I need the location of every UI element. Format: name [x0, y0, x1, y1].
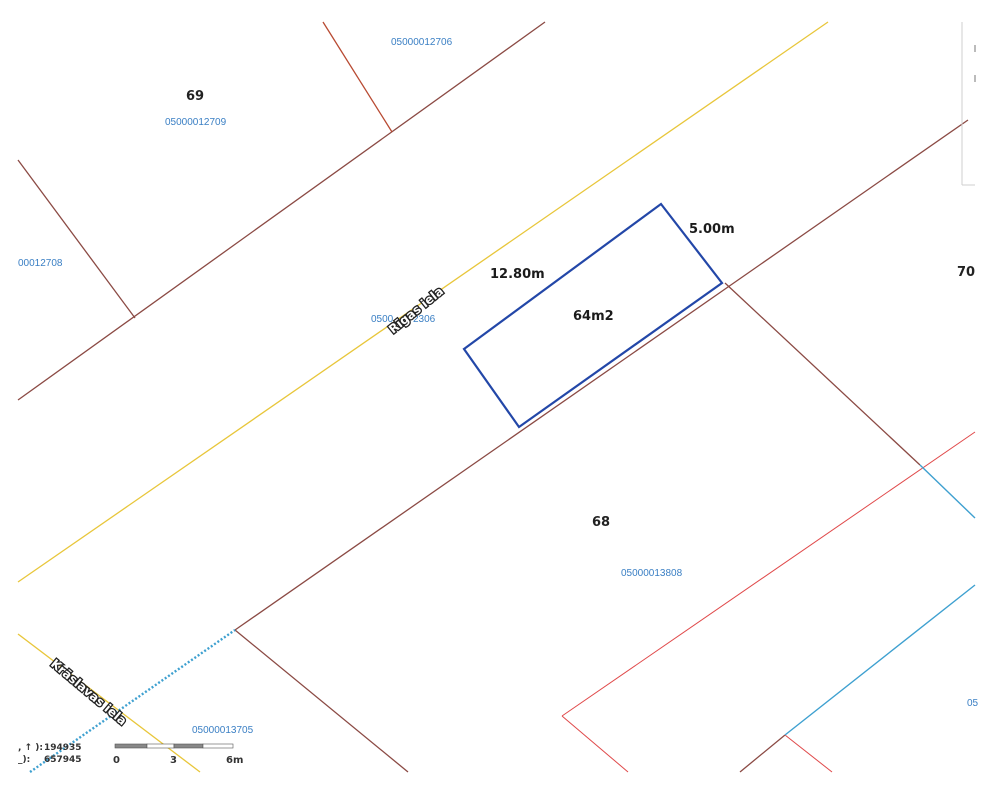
cadastral-number-road: 0500: [371, 314, 394, 325]
cadastral-number-12709: 05000012709: [165, 117, 227, 128]
rigas-iela-road-line: [17, 21, 829, 583]
scale-bar-segment-4: [202, 743, 234, 749]
coordinate-y-value: 194935: [44, 743, 82, 753]
plot-length-label: 12.80m: [490, 267, 545, 282]
coordinate-x-value: 657945: [44, 755, 82, 765]
side-panel-edge: [961, 22, 976, 186]
cadastral-number-12708: 00012708: [18, 258, 63, 269]
scale-tick-3: 3: [170, 755, 177, 766]
cadastral-number-13808: 05000013808: [621, 568, 683, 579]
red-boundaries: [561, 431, 976, 773]
scale-bar-segment-3: [173, 743, 204, 749]
scale-bar: 0 3 6m: [113, 743, 243, 766]
plot-area-label: 64m2: [573, 309, 614, 324]
cadastral-number-road-tail: 2306: [413, 314, 436, 325]
boundary-parcel-68-right: [724, 282, 921, 466]
kraslavas-iela-road-line: [17, 633, 201, 773]
parcel-number-69: 69: [186, 89, 204, 104]
scale-tick-6m: 6m: [226, 755, 243, 766]
cadastral-number-12706: 05000012706: [391, 37, 453, 48]
scale-tick-0: 0: [113, 755, 120, 766]
blue-lines: [29, 464, 976, 773]
cadastral-number-13705: 05000013705: [192, 725, 254, 736]
red-boundary-corner: [784, 734, 833, 773]
cadastral-number-right-edge: 05: [967, 698, 979, 709]
parcel-number-68: 68: [592, 515, 610, 530]
boundary-parcel-69-left: [17, 159, 136, 319]
coordinate-readout: , ↑ ): 194935 _): 657945: [18, 743, 82, 765]
boundary-parcel-13705-right: [234, 629, 409, 773]
boundary-parcel-69-right: [322, 21, 393, 133]
boundary-bottom-right: [739, 734, 786, 773]
blue-line-lower: [784, 584, 976, 736]
boundary-upper-road-edge: [17, 21, 546, 401]
blue-dotted-line: [29, 629, 236, 773]
scale-bar-segment-2: [146, 743, 175, 749]
scale-bar-segment-1: [114, 743, 148, 749]
blue-line-upper: [919, 464, 976, 519]
plot-outline[interactable]: [462, 202, 724, 429]
red-boundary-upper: [561, 431, 976, 717]
coordinate-y-prefix: , ↑ ):: [18, 743, 43, 753]
boundary-lower-road-edge: [234, 119, 969, 631]
plot-width-label: 5.00m: [689, 222, 735, 237]
red-boundary-lower: [561, 715, 629, 773]
parcel-boundaries: [17, 21, 969, 773]
coordinate-x-prefix: _):: [18, 755, 30, 765]
parcel-number-70: 70: [957, 265, 975, 280]
street-name-kraslavas-iela: Krāslavas iela: [48, 657, 129, 728]
road-lines: [17, 21, 829, 773]
street-name-rigas-iela: Rīgas iela: [386, 284, 446, 336]
